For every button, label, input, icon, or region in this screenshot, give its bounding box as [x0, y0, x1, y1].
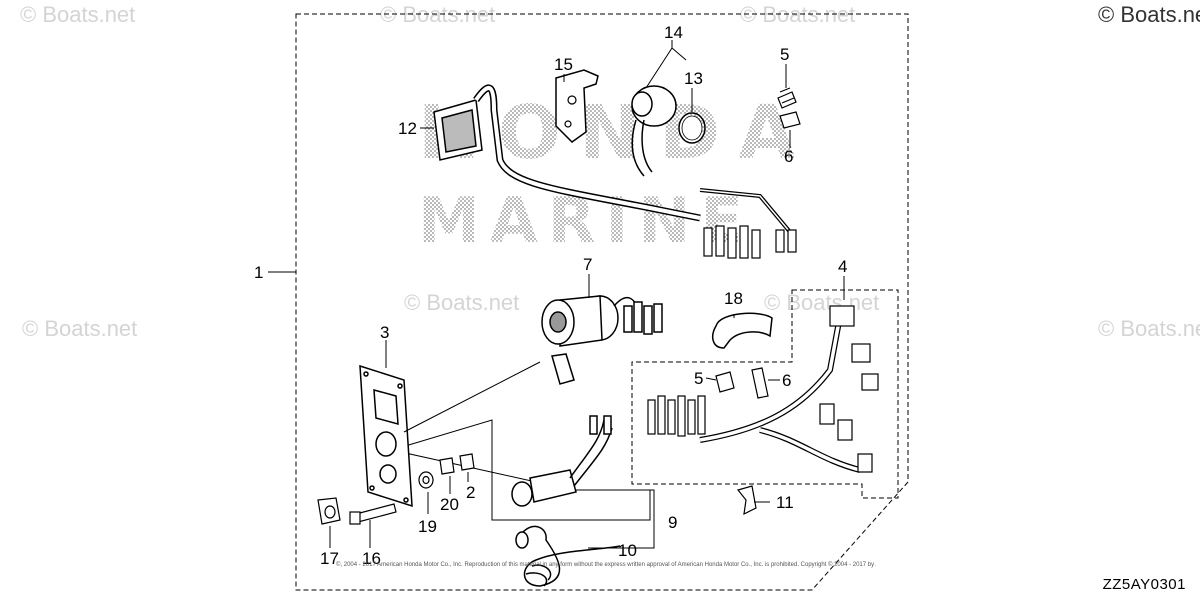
callout-20: 20 [440, 495, 459, 514]
clip-11-drawing [736, 485, 757, 516]
callout-3: 3 [380, 323, 390, 342]
clamp-18-drawing [711, 312, 773, 349]
terminal-5-group [715, 371, 735, 393]
watermark: © Boats.net [764, 290, 880, 315]
sleeve-6-group [751, 367, 769, 399]
sleeve-6-top [779, 111, 801, 129]
buzzer-14-drawing [631, 85, 677, 177]
lanyard-10-drawing [515, 525, 621, 587]
callout-16: 16 [362, 549, 381, 568]
bolt-16-drawing [355, 503, 397, 523]
watermark: © Boats.net [1098, 2, 1200, 27]
callout-4: 4 [838, 257, 848, 276]
callout-7: 7 [583, 255, 593, 274]
callout-11: 11 [776, 493, 794, 512]
watermark: © Boats.net [22, 316, 138, 341]
callout-10: 10 [618, 541, 637, 560]
callout-15: 15 [554, 55, 573, 74]
callout-6: 6 [782, 371, 792, 390]
switch-12-drawing [433, 84, 701, 222]
harness-group-outline [631, 289, 899, 499]
upper-connectors [699, 188, 797, 259]
drawing-id: ZZ5AY0301 [1102, 576, 1186, 593]
nut-20-drawing [439, 457, 455, 475]
watermark: © Boats.net [1098, 316, 1200, 341]
callout-17: 17 [320, 549, 339, 568]
callout-13: 13 [684, 69, 703, 88]
callout-12: 12 [398, 119, 417, 138]
key-switch-7-drawing [541, 295, 663, 385]
callout-18: 18 [724, 289, 743, 308]
callout-2: 2 [466, 483, 476, 502]
copyright-notice: ©, 2004 - 2017 American Honda Motor Co.,… [336, 562, 876, 568]
watermark: © Boats.net [20, 2, 136, 27]
watermark: © Boats.net [404, 290, 520, 315]
callout-5: 5 [694, 369, 704, 388]
stop-switch-9-drawing [511, 415, 613, 507]
panel-3-drawing [359, 364, 413, 508]
harness-4-drawing [647, 305, 879, 473]
nut-2-drawing [459, 453, 475, 471]
callout-6: 6 [784, 147, 794, 166]
ring-13-drawing [678, 112, 706, 144]
callout-19: 19 [418, 517, 437, 536]
callout-1: 1 [254, 263, 264, 282]
kit-outline [295, 13, 909, 591]
logo-line-1: HONDA [418, 90, 813, 176]
callout-5: 5 [780, 45, 790, 64]
honda-marine-logo: HONDA MARINE [418, 90, 813, 257]
terminal-5-top [777, 87, 797, 109]
callout-9: 9 [668, 513, 678, 532]
callout-14: 14 [664, 23, 683, 42]
